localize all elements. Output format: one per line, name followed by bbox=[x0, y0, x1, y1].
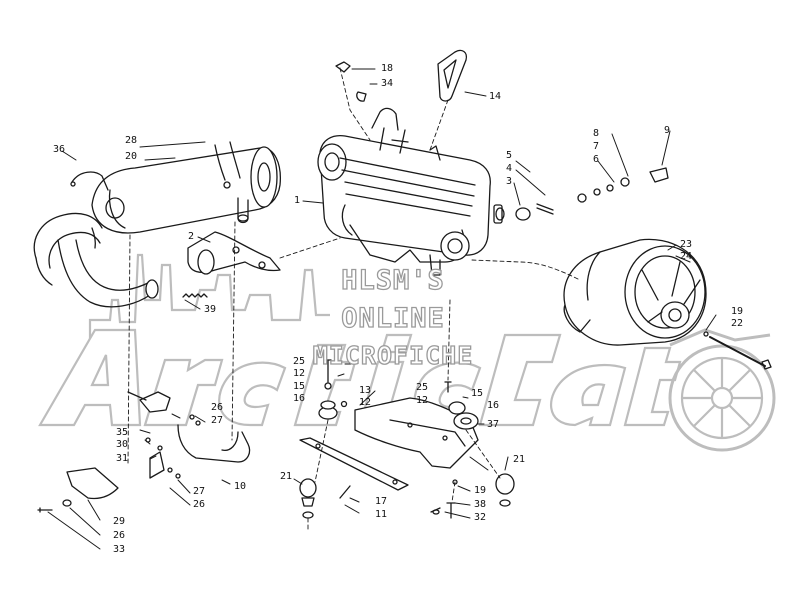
callout-24: 24 bbox=[680, 251, 693, 262]
callout-36: 36 bbox=[53, 144, 66, 155]
callout-6: 6 bbox=[593, 154, 600, 165]
callout-18: 18 bbox=[381, 63, 394, 74]
callout-17: 17 bbox=[375, 496, 388, 507]
watermark-line-2: ONLINE bbox=[341, 303, 445, 334]
strap-36 bbox=[71, 171, 109, 191]
muffler bbox=[91, 141, 281, 234]
callout-32: 32 bbox=[474, 512, 487, 523]
callout-12-right: 12 bbox=[416, 395, 429, 406]
drive-clutch bbox=[563, 238, 707, 346]
callout-2: 2 bbox=[188, 231, 195, 242]
callout-37: 37 bbox=[487, 419, 500, 430]
bolt-38 bbox=[446, 502, 456, 519]
exhaust-pipe bbox=[33, 212, 159, 308]
watermark-line-1: HLSM'S bbox=[341, 265, 445, 296]
callout-30: 30 bbox=[116, 439, 129, 450]
engine-mount-plate-left bbox=[299, 437, 409, 491]
callout-12-left: 12 bbox=[293, 368, 306, 379]
callout-14: 14 bbox=[489, 91, 502, 102]
callout-16-left: 16 bbox=[293, 393, 306, 404]
muffler-hanger bbox=[127, 391, 171, 479]
nut-6 bbox=[577, 193, 587, 203]
cable-10 bbox=[177, 424, 251, 463]
rubber-mount-15 bbox=[448, 401, 466, 415]
callout-1: 1 bbox=[294, 195, 301, 206]
callout-11: 11 bbox=[375, 509, 388, 520]
exhaust-bracket bbox=[187, 231, 281, 275]
callout-27-bottom: 27 bbox=[193, 486, 206, 497]
callout-29: 29 bbox=[113, 516, 126, 527]
callout-13: 13 bbox=[359, 385, 372, 396]
bolt-25a bbox=[324, 359, 332, 383]
callout-9: 9 bbox=[664, 125, 671, 136]
callout-3: 3 bbox=[506, 176, 513, 187]
clip-34 bbox=[356, 91, 367, 102]
callout-12-middle: 12 bbox=[359, 397, 372, 408]
callout-22: 22 bbox=[731, 318, 744, 329]
callout-26-top: 26 bbox=[211, 402, 224, 413]
mount-21-left bbox=[299, 478, 317, 519]
bushing-8 bbox=[620, 177, 630, 187]
bracket-9 bbox=[649, 167, 669, 183]
brand-logo-watermark bbox=[38, 253, 776, 452]
callout-35: 35 bbox=[116, 427, 129, 438]
callout-15-right: 15 bbox=[471, 388, 484, 399]
spring-39 bbox=[182, 293, 208, 298]
bolt-25b bbox=[444, 381, 452, 393]
callout-34: 34 bbox=[381, 78, 394, 89]
callout-20: 20 bbox=[125, 151, 138, 162]
callout-7: 7 bbox=[593, 141, 600, 152]
callout-15-left: 15 bbox=[293, 381, 306, 392]
plug-3 bbox=[515, 207, 531, 221]
washer-16b bbox=[453, 412, 479, 430]
callout-19-bottom: 19 bbox=[474, 485, 487, 496]
callout-26-bottom: 26 bbox=[193, 499, 206, 510]
callout-25-left: 25 bbox=[293, 356, 306, 367]
lift-handle-14 bbox=[437, 49, 468, 102]
engine-mount-plate-right bbox=[354, 397, 479, 469]
callout-4: 4 bbox=[506, 163, 513, 174]
bolt-33 bbox=[37, 507, 53, 513]
engine bbox=[317, 107, 505, 276]
bolt-17 bbox=[339, 485, 351, 499]
callout-38: 38 bbox=[474, 499, 487, 510]
callout-25-right: 25 bbox=[416, 382, 429, 393]
callout-23: 23 bbox=[680, 239, 693, 250]
watermark-line-3: MICROFICHE bbox=[312, 341, 474, 370]
callout-5: 5 bbox=[506, 150, 513, 161]
callout-39: 39 bbox=[204, 304, 217, 315]
washer-7 bbox=[593, 188, 601, 196]
callout-21-left: 21 bbox=[280, 471, 293, 482]
callout-33: 33 bbox=[113, 544, 126, 555]
callout-10: 10 bbox=[234, 481, 247, 492]
callout-8: 8 bbox=[593, 128, 600, 139]
callout-27-top: 27 bbox=[211, 415, 224, 426]
callout-26-low: 26 bbox=[113, 530, 126, 541]
clutch-bolt bbox=[709, 336, 766, 367]
callout-21-right: 21 bbox=[513, 454, 526, 465]
callout-28: 28 bbox=[125, 135, 138, 146]
callout-19-clutch: 19 bbox=[731, 306, 744, 317]
pin-5 bbox=[536, 203, 554, 215]
plate-18 bbox=[335, 61, 351, 73]
callout-16-right: 16 bbox=[487, 400, 500, 411]
callout-31: 31 bbox=[116, 453, 129, 464]
heat-shield-29 bbox=[66, 467, 119, 500]
mount-21-right bbox=[495, 473, 515, 507]
